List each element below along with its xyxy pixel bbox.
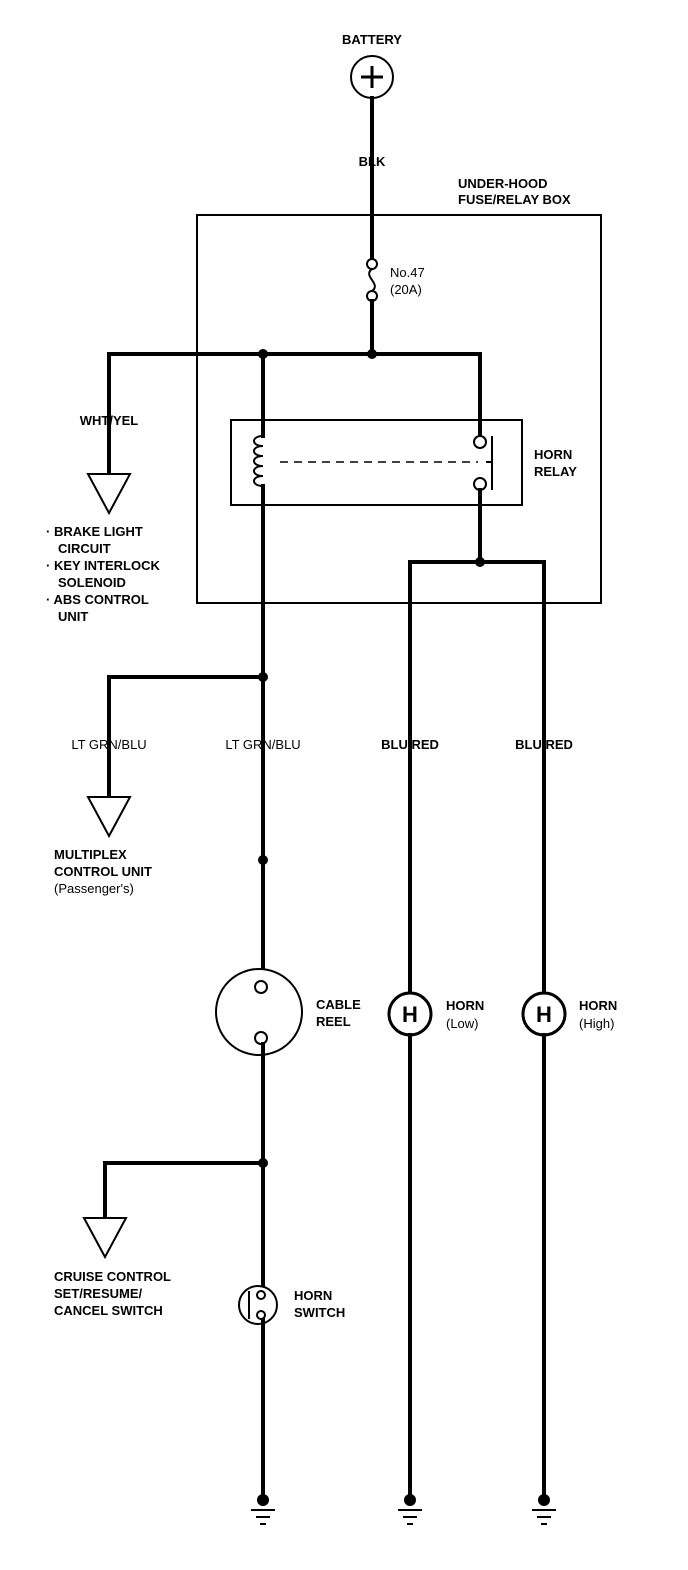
relay-coil-icon <box>253 435 264 487</box>
under-hood-fuse-relay-box <box>196 214 602 604</box>
brake-item-1: · BRAKE LIGHT <box>46 524 143 539</box>
lt-grn-blu-left-label: LT GRN/BLU <box>71 737 146 752</box>
blu-red-label-2: BLU/RED <box>515 737 573 752</box>
horn-relay-label-line2: RELAY <box>534 464 577 479</box>
horn-low-symbol: H <box>402 1002 418 1027</box>
battery <box>350 55 394 99</box>
fuse-label-line2: (20A) <box>390 282 422 297</box>
cruise-connector-triangle <box>82 1217 128 1260</box>
wht-yel-connector-triangle <box>86 473 132 516</box>
wht-yel-label: WHT/YEL <box>80 413 139 428</box>
cruise-label-line1: CRUISE CONTROL <box>54 1269 171 1284</box>
cruise-label-line3: CANCEL SWITCH <box>54 1303 163 1318</box>
cruise-label-line2: SET/RESUME/ <box>54 1286 143 1301</box>
ground-icon <box>398 1494 422 1525</box>
brake-item-2: CIRCUIT <box>58 541 111 556</box>
relay-contact <box>473 435 487 449</box>
blu-red-label-1: BLU/RED <box>381 737 439 752</box>
ground-icon <box>251 1494 275 1525</box>
horn-switch-contact <box>256 1290 266 1300</box>
fuse-box-label-line2: FUSE/RELAY BOX <box>458 192 571 207</box>
battery-label: BATTERY <box>342 32 402 47</box>
cable-reel-label-line2: REEL <box>316 1014 351 1029</box>
cable-reel-label-line1: CABLE <box>316 997 361 1012</box>
multiplex-label-line2: CONTROL UNIT <box>54 864 152 879</box>
brake-item-3: · KEY INTERLOCK <box>46 558 160 573</box>
horn-switch-label-line1: HORN <box>294 1288 332 1303</box>
lt-grn-blu-center-label: LT GRN/BLU <box>225 737 300 752</box>
horn-low-label-line2: (Low) <box>446 1016 479 1031</box>
horn-low-label-line1: HORN <box>446 998 484 1013</box>
blk-wire-label: BLK <box>359 154 386 169</box>
horn-switch-label-line2: SWITCH <box>294 1305 345 1320</box>
horn-relay-box <box>230 419 523 506</box>
horn-high-label-line2: (High) <box>579 1016 614 1031</box>
multiplex-label-line1: MULTIPLEX <box>54 847 127 862</box>
fuse-label-line1: No.47 <box>390 265 425 280</box>
junction-dot <box>367 349 377 359</box>
horn-high-label-line1: HORN <box>579 998 617 1013</box>
horn-switch-contact <box>256 1310 266 1320</box>
brake-item-5: · ABS CONTROL <box>46 592 149 607</box>
fuse-no47 <box>366 258 378 302</box>
multiplex-connector-triangle <box>86 796 132 839</box>
brake-item-4: SOLENOID <box>58 575 126 590</box>
cable-reel-icon <box>215 968 303 1056</box>
ground-icon <box>532 1494 556 1525</box>
horn-high-symbol: H <box>536 1002 552 1027</box>
brake-item-6: UNIT <box>58 609 88 624</box>
horn-relay-label-line1: HORN <box>534 447 572 462</box>
junction-dot <box>258 855 268 865</box>
fuse-box-label-line1: UNDER-HOOD <box>458 176 548 191</box>
multiplex-label-line3: (Passenger's) <box>54 881 134 896</box>
cable-reel-terminal <box>254 980 268 994</box>
